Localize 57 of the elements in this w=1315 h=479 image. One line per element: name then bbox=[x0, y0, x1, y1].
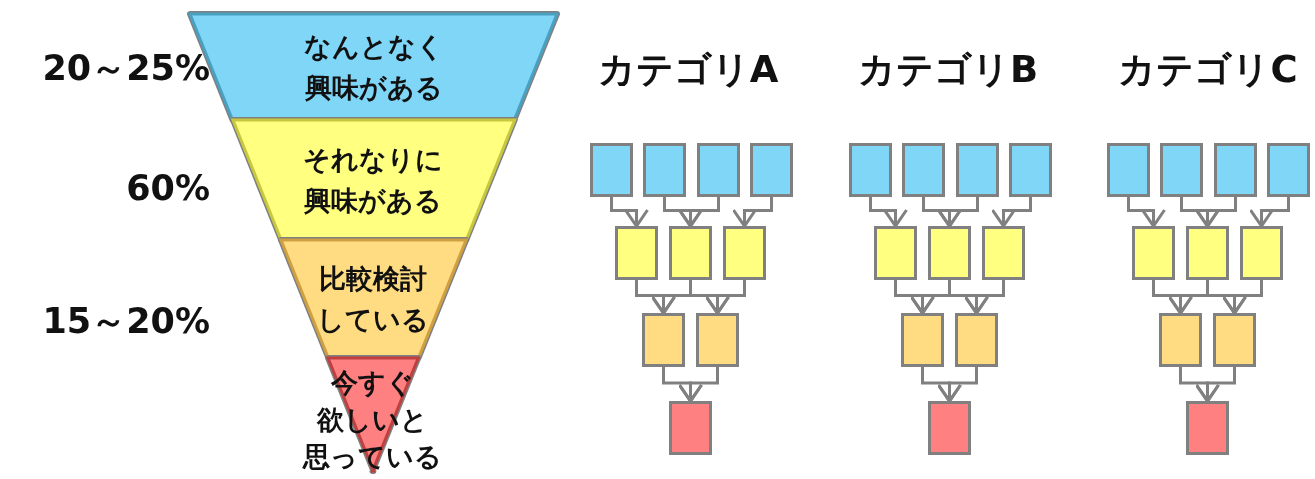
flow-box bbox=[1159, 313, 1202, 367]
flow-box bbox=[1186, 401, 1229, 455]
flow-box bbox=[643, 143, 686, 197]
flow-box bbox=[1213, 313, 1256, 367]
arrow bbox=[610, 197, 649, 228]
funnel-band bbox=[232, 120, 515, 240]
flow-box bbox=[696, 313, 739, 367]
flow-box bbox=[590, 143, 633, 197]
category-title: カテゴリA bbox=[596, 47, 780, 93]
flow-box bbox=[956, 143, 999, 197]
flow-box bbox=[982, 226, 1025, 280]
arrow bbox=[991, 197, 1032, 228]
arrow bbox=[964, 280, 1005, 315]
flow-box bbox=[955, 313, 998, 367]
band-label: なんとなく興味がある bbox=[302, 30, 445, 105]
flow-box bbox=[697, 143, 740, 197]
flow-box bbox=[874, 226, 917, 280]
category-title: カテゴリC bbox=[1117, 47, 1299, 93]
percentage-label: 60% bbox=[125, 168, 210, 208]
arrow bbox=[1127, 197, 1166, 228]
arrow bbox=[1195, 197, 1237, 228]
flow-box bbox=[1214, 143, 1257, 197]
arrow bbox=[937, 197, 979, 228]
arrow bbox=[869, 197, 908, 228]
band-label: 今すぐ欲しいと思っている bbox=[302, 366, 442, 474]
flow-box bbox=[928, 401, 971, 455]
flow-box bbox=[615, 226, 658, 280]
arrow bbox=[1249, 197, 1290, 228]
funnel-band bbox=[280, 240, 466, 358]
flow-box bbox=[1160, 143, 1203, 197]
percentage-label: 15～20% bbox=[41, 300, 210, 343]
flow-box bbox=[1009, 143, 1052, 197]
flow-box bbox=[1240, 226, 1283, 280]
flow-box bbox=[669, 401, 712, 455]
flow-box bbox=[1267, 143, 1310, 197]
arrow bbox=[1222, 280, 1263, 315]
flow-box bbox=[1107, 143, 1150, 197]
flow-box bbox=[669, 226, 712, 280]
flow-box bbox=[849, 143, 892, 197]
flow-box bbox=[902, 143, 945, 197]
arrow bbox=[678, 197, 720, 228]
band-label: それなりに興味がある bbox=[302, 143, 445, 218]
flow-box bbox=[928, 226, 971, 280]
category-title: カテゴリB bbox=[856, 47, 1040, 93]
flow-box bbox=[1132, 226, 1175, 280]
flow-box bbox=[750, 143, 793, 197]
arrow bbox=[678, 367, 719, 403]
flow-box bbox=[642, 313, 685, 367]
arrow bbox=[937, 367, 978, 403]
flow-box bbox=[901, 313, 944, 367]
band-label: 比較検討している bbox=[316, 262, 431, 337]
flow-box bbox=[1186, 226, 1229, 280]
arrow bbox=[705, 280, 746, 315]
flow-box bbox=[723, 226, 766, 280]
arrow bbox=[1195, 367, 1236, 403]
arrow bbox=[732, 197, 773, 228]
percentage-label: 20～25% bbox=[41, 47, 210, 90]
